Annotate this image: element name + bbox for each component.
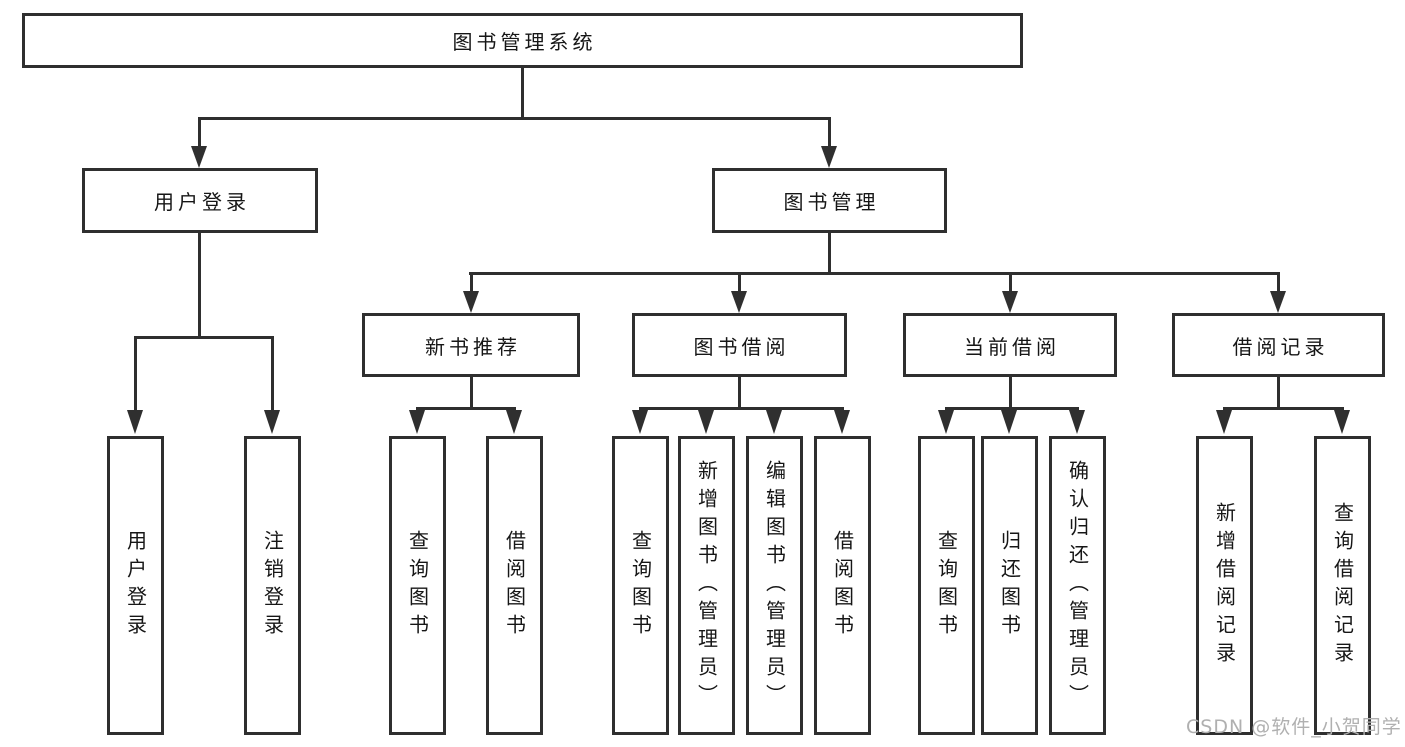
node-library-system: 图书管理系统 — [22, 13, 1023, 68]
node-user-login: 用户登录 — [82, 168, 318, 233]
connector-line — [738, 377, 741, 407]
leaf-node-confirm-return-admin: 确认归还（管理员） — [1049, 436, 1106, 735]
arrow-down-icon — [731, 291, 747, 313]
leaf-node-query-books: 查询图书 — [918, 436, 975, 735]
leaf-label: 用户登录 — [123, 529, 148, 642]
arrow-down-icon — [1334, 410, 1350, 434]
connector-line — [198, 233, 201, 336]
connector-line — [134, 336, 274, 339]
node-label: 用户登录 — [154, 190, 250, 214]
leaf-node-logout: 注销登录 — [244, 436, 301, 735]
connector-line — [828, 233, 831, 272]
connector-line — [198, 117, 201, 148]
node-label: 新书推荐 — [425, 334, 521, 359]
connector-line — [828, 117, 831, 148]
connector-line — [639, 407, 844, 410]
connector-line — [470, 272, 473, 293]
connector-line — [1223, 407, 1344, 410]
arrow-down-icon — [506, 410, 522, 434]
leaf-label: 归还图书 — [997, 529, 1022, 642]
node-label: 当前借阅 — [964, 334, 1060, 359]
arrow-down-icon — [264, 410, 280, 434]
arrow-down-icon — [463, 291, 479, 313]
leaf-node-borrow-books: 借阅图书 — [814, 436, 871, 735]
leaf-label: 查询图书 — [628, 529, 653, 642]
leaf-node-query-borrow-record: 查询借阅记录 — [1314, 436, 1371, 735]
connector-line — [198, 117, 831, 120]
connector-line — [738, 272, 741, 293]
connector-line — [1009, 272, 1012, 293]
leaf-label: 查询图书 — [934, 529, 959, 642]
connector-line — [945, 407, 1079, 410]
node-label: 图书管理 — [783, 190, 880, 214]
leaf-node-query-books: 查询图书 — [389, 436, 446, 735]
leaf-label: 新增图书（管理员） — [694, 459, 719, 712]
connector-line — [469, 272, 1280, 275]
leaf-node-user-login: 用户登录 — [107, 436, 164, 735]
arrow-down-icon — [127, 410, 143, 434]
connector-line — [521, 68, 524, 117]
arrow-down-icon — [1270, 291, 1286, 313]
connector-line — [470, 377, 473, 407]
connector-line — [1277, 272, 1280, 293]
arrow-down-icon — [409, 410, 425, 434]
node-book-management: 图书管理 — [712, 168, 947, 233]
arrow-down-icon — [834, 410, 850, 434]
connector-line — [1009, 377, 1012, 407]
node-label: 借阅记录 — [1232, 334, 1329, 359]
leaf-label: 查询图书 — [405, 529, 430, 642]
connector-line — [416, 407, 516, 410]
connector-line — [271, 336, 274, 412]
arrow-down-icon — [632, 410, 648, 434]
leaf-node-borrow-books: 借阅图书 — [486, 436, 543, 735]
node-current-borrow: 当前借阅 — [903, 313, 1117, 377]
arrow-down-icon — [1002, 291, 1018, 313]
leaf-label: 借阅图书 — [830, 529, 855, 642]
arrow-down-icon — [1069, 410, 1085, 434]
leaf-label: 新增借阅记录 — [1212, 501, 1237, 670]
connector-line — [1277, 377, 1280, 407]
arrow-down-icon — [1216, 410, 1232, 434]
arrow-down-icon — [1001, 410, 1017, 434]
arrow-down-icon — [766, 410, 782, 434]
leaf-node-add-borrow-record: 新增借阅记录 — [1196, 436, 1253, 735]
node-label: 图书管理系统 — [452, 30, 597, 54]
leaf-node-return-books: 归还图书 — [981, 436, 1038, 735]
arrow-down-icon — [698, 410, 714, 434]
leaf-node-add-books-admin: 新增图书（管理员） — [678, 436, 735, 735]
node-borrow-records: 借阅记录 — [1172, 313, 1385, 377]
leaf-label: 确认归还（管理员） — [1065, 459, 1090, 712]
leaf-label: 借阅图书 — [502, 529, 527, 642]
leaf-node-query-books: 查询图书 — [612, 436, 669, 735]
connector-line — [134, 336, 137, 412]
leaf-label: 查询借阅记录 — [1330, 501, 1355, 670]
arrow-down-icon — [821, 146, 837, 168]
leaf-label: 编辑图书（管理员） — [762, 459, 787, 712]
node-new-book-recommend: 新书推荐 — [362, 313, 580, 377]
watermark-text: CSDN @软件_小贺同学 — [1186, 716, 1402, 738]
node-label: 图书借阅 — [693, 334, 790, 359]
leaf-label: 注销登录 — [260, 529, 285, 642]
node-book-borrow: 图书借阅 — [632, 313, 847, 377]
arrow-down-icon — [191, 146, 207, 168]
arrow-down-icon — [938, 410, 954, 434]
leaf-node-edit-books-admin: 编辑图书（管理员） — [746, 436, 803, 735]
